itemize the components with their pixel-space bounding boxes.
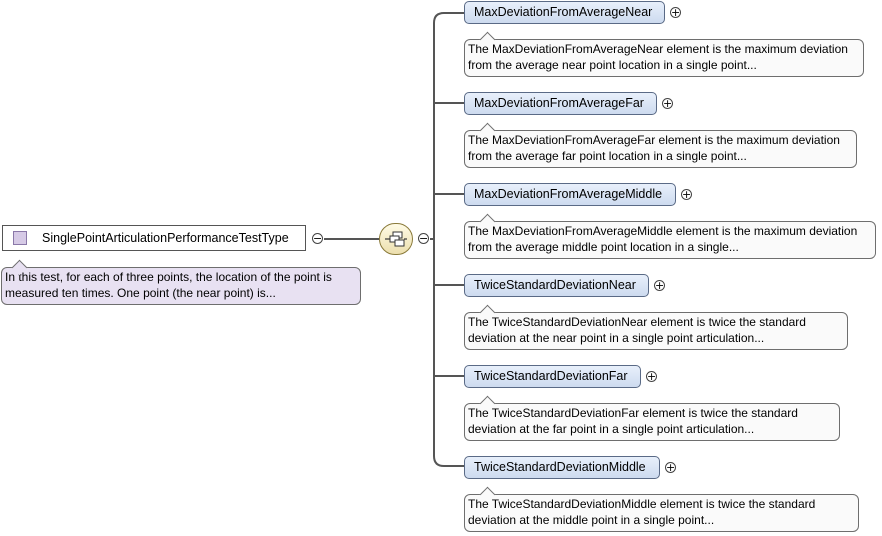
documentation-max-deviation-near: The MaxDeviationFromAverageNear element …: [464, 39, 864, 77]
root-collapse-icon[interactable]: −: [312, 232, 323, 245]
element-max-deviation-middle[interactable]: MaxDeviationFromAverageMiddle: [464, 183, 676, 206]
expand-max-deviation-far-icon[interactable]: +: [662, 97, 673, 110]
element-max-deviation-far[interactable]: MaxDeviationFromAverageFar: [464, 92, 657, 115]
sequence-compositor-icon: [385, 231, 407, 247]
documentation-line: deviation at the near point in a single …: [468, 331, 765, 345]
expand-max-deviation-middle-icon[interactable]: +: [681, 188, 692, 201]
documentation-twice-std-dev-near: The TwiceStandardDeviationNear element i…: [464, 312, 848, 350]
expand-max-deviation-near-icon[interactable]: +: [670, 6, 681, 19]
element-twice-std-dev-near[interactable]: TwiceStandardDeviationNear: [464, 274, 649, 297]
root-type-box[interactable]: SinglePointArticulationPerformanceTestTy…: [2, 225, 306, 251]
documentation-line: The MaxDeviationFromAverageFar element i…: [468, 133, 840, 147]
element-max-deviation-near[interactable]: MaxDeviationFromAverageNear: [464, 1, 665, 24]
root-documentation-line-2: measured ten times. One point (the near …: [5, 286, 276, 300]
documentation-line: The MaxDeviationFromAverageNear element …: [468, 42, 848, 56]
element-twice-std-dev-middle[interactable]: TwiceStandardDeviationMiddle: [464, 456, 660, 479]
documentation-line: from the average near point location in …: [468, 58, 757, 72]
documentation-twice-std-dev-far: The TwiceStandardDeviationFar element is…: [464, 403, 840, 441]
documentation-max-deviation-far: The MaxDeviationFromAverageFar element i…: [464, 130, 857, 168]
documentation-line: deviation at the far point in a single p…: [468, 422, 755, 436]
complex-type-icon: [13, 231, 27, 245]
expand-twice-std-dev-far-icon[interactable]: +: [646, 370, 657, 383]
documentation-line: The TwiceStandardDeviationMiddle element…: [468, 497, 816, 511]
expand-twice-std-dev-middle-icon[interactable]: +: [665, 461, 676, 474]
element-twice-std-dev-far[interactable]: TwiceStandardDeviationFar: [464, 365, 641, 388]
expand-twice-std-dev-near-icon[interactable]: +: [654, 279, 665, 292]
root-documentation: In this test, for each of three points, …: [1, 267, 361, 305]
documentation-line: from the average far point location in a…: [468, 149, 747, 163]
documentation-line: The TwiceStandardDeviationNear element i…: [468, 315, 806, 329]
documentation-twice-std-dev-middle: The TwiceStandardDeviationMiddle element…: [464, 494, 859, 532]
root-type-name: SinglePointArticulationPerformanceTestTy…: [42, 231, 289, 245]
compositor-collapse-icon[interactable]: −: [418, 232, 429, 245]
documentation-line: from the average middle point location i…: [468, 240, 739, 254]
documentation-max-deviation-middle: The MaxDeviationFromAverageMiddle elemen…: [464, 221, 876, 259]
documentation-line: deviation at the middle point in a singl…: [468, 513, 715, 527]
sequence-compositor[interactable]: [379, 223, 413, 255]
documentation-line: The MaxDeviationFromAverageMiddle elemen…: [468, 224, 858, 238]
documentation-line: The TwiceStandardDeviationFar element is…: [468, 406, 798, 420]
root-documentation-line-1: In this test, for each of three points, …: [5, 270, 332, 284]
